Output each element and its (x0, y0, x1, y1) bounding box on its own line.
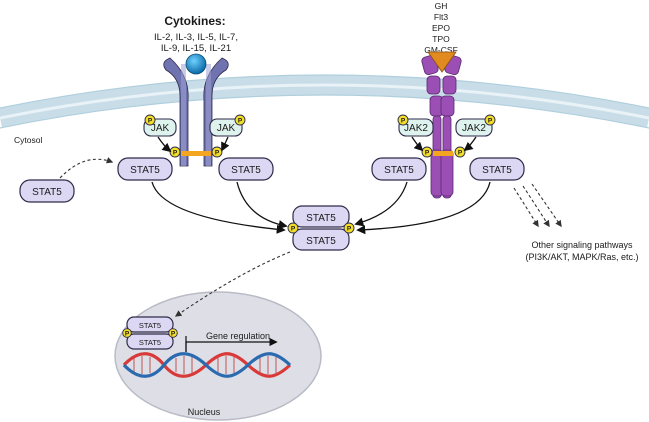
ligand-triangle (427, 51, 457, 73)
phosphate-icon: P (238, 118, 243, 125)
phosphate-icon: P (148, 118, 153, 125)
phosphate-icon: P (173, 150, 178, 157)
nucleus-label: Nucleus (188, 407, 221, 417)
stat5-label: STAT5 (139, 321, 161, 330)
stat5-free-box: STAT5 (19, 179, 75, 203)
jak-right: JAK P (209, 114, 246, 137)
stat5-label: STAT5 (130, 165, 160, 176)
jak-left: JAK P (143, 114, 177, 137)
cytokines-list-line1: IL-2, IL-3, IL-5, IL-7, (154, 32, 238, 43)
jak2-phosphorylation-arrow (463, 136, 477, 152)
phosphate-icon: P (458, 150, 463, 157)
jak-left-label: JAK (151, 123, 170, 134)
phosphate-icon: P (488, 118, 493, 125)
ligand-epo: EPO (432, 23, 450, 33)
jak-phosphorylation-arrow (221, 136, 230, 152)
right-ligand-list: GH Flt3 EPO TPO GM-CSF (424, 1, 458, 55)
other-pathway-arrow (522, 185, 550, 228)
phosphate-icon: P (215, 150, 220, 157)
ligand-flt3: Flt3 (434, 12, 448, 22)
stat5-box: STAT5 (469, 157, 525, 181)
other-pathways-label: Other signaling pathways (531, 240, 633, 250)
other-pathways-examples: (PI3K/AKT, MAPK/Ras, etc.) (525, 252, 638, 262)
phosphate-icon: P (425, 150, 430, 157)
dimerization-arrow (236, 181, 288, 230)
cytokine-ligand (185, 53, 207, 75)
cytokines-list-line2: IL-9, IL-15, IL-21 (161, 43, 231, 54)
phosphate-icon: P (125, 330, 130, 337)
stat5-label: STAT5 (306, 236, 336, 247)
dimerization-arrow (354, 181, 408, 227)
recruitment-arrow (59, 157, 114, 179)
phosphate-icon: P (401, 118, 406, 125)
cytosol-label: Cytosol (14, 135, 42, 145)
stat5-box: STAT5 (117, 157, 173, 181)
receptor-phosphates-right: P P (421, 146, 466, 158)
hematopoietic-receptor (421, 54, 462, 199)
jak2-phosphorylation-arrow (411, 136, 424, 152)
stat5-label: STAT5 (482, 165, 512, 176)
stat5-label: STAT5 (139, 338, 161, 347)
stat5-box: STAT5 (371, 157, 427, 181)
jak2-left: JAK2 P (397, 114, 434, 137)
phosphate-icon: P (171, 330, 176, 337)
jak2-left-label: JAK2 (404, 123, 428, 134)
dimerization-arrow (356, 181, 491, 235)
nuclear-stat5-dimer: STAT5 STAT5 P P (122, 316, 178, 350)
ligand-gh: GH (435, 1, 448, 11)
stat5-label: STAT5 (384, 165, 414, 176)
gene-regulation-label: Gene regulation (206, 331, 270, 341)
receptor-phosphates-left: P P (169, 146, 223, 158)
other-pathway-arrow (513, 187, 539, 228)
nuclear-translocation-arrow (174, 251, 291, 317)
jak2-right: JAK2 P (455, 114, 496, 137)
phosphate-icon: P (347, 226, 352, 233)
jak-right-label: JAK (217, 123, 236, 134)
stat5-label: STAT5 (231, 165, 261, 176)
stat5-label: STAT5 (306, 213, 336, 224)
phosphate-icon: P (291, 226, 296, 233)
jak2-right-label: JAK2 (462, 123, 486, 134)
cytokines-heading: Cytokines: (164, 14, 225, 28)
dna-helix (122, 352, 292, 378)
cytokine-receptor (163, 57, 229, 167)
stat5-dimer: STAT5 STAT5 P P (287, 205, 355, 251)
ligand-tpo: TPO (432, 34, 450, 44)
jak-phosphorylation-arrow (157, 136, 172, 153)
cell-membrane (0, 74, 649, 129)
stat5-label: STAT5 (32, 187, 62, 198)
other-pathway-arrow (531, 183, 562, 228)
dimerization-arrow (151, 181, 286, 234)
stat5-box: STAT5 (218, 157, 274, 181)
ligand-gm-csf: GM-CSF (424, 45, 458, 55)
